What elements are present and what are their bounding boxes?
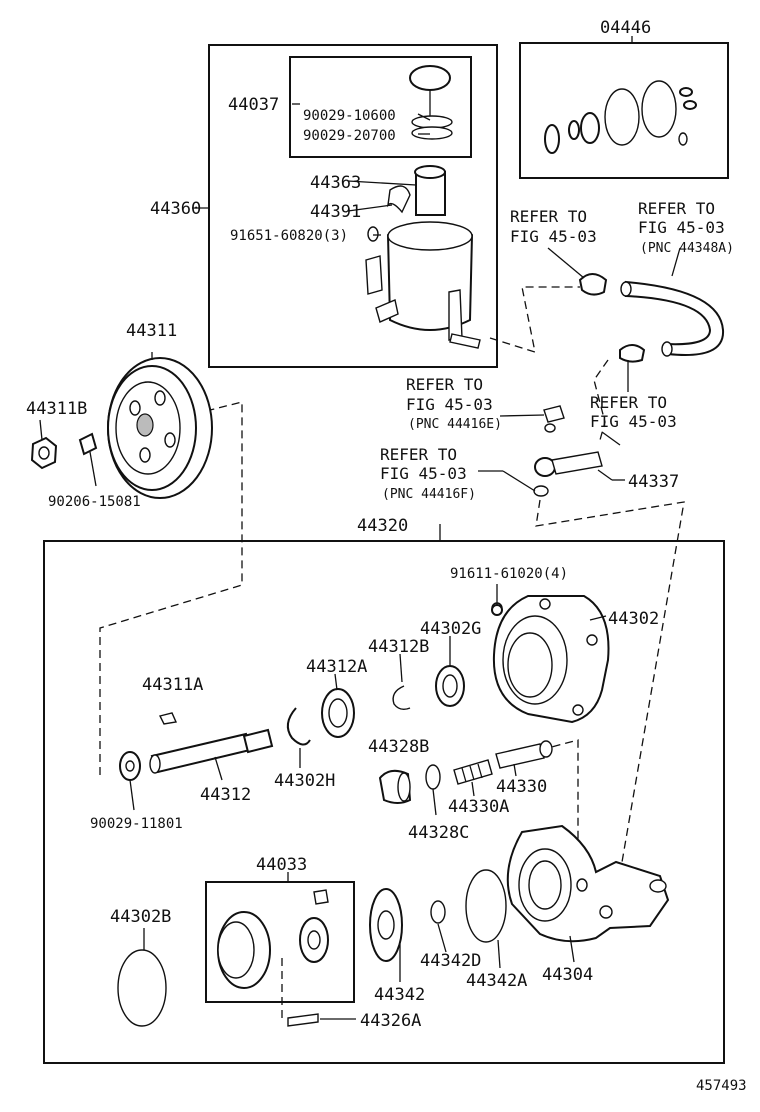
snap-ring-44302H xyxy=(286,707,311,768)
pulley-nut-and-washer xyxy=(30,419,98,487)
seal-44342D xyxy=(430,900,447,953)
label-44311B: 44311B xyxy=(26,399,87,419)
ref5-line1: REFER TO xyxy=(380,445,457,464)
rear-housing xyxy=(506,824,670,963)
hose-and-clamps xyxy=(547,247,725,392)
label-44326A: 44326A xyxy=(360,1011,421,1031)
ref5-pnc: (PNC 44416F) xyxy=(382,487,476,502)
label-44312B: 44312B xyxy=(368,637,429,657)
box-gasket-kit xyxy=(519,42,729,179)
label-90029-11801: 90029-11801 xyxy=(90,816,183,832)
label-44302G: 44302G xyxy=(420,619,481,639)
ref4-line2: FIG 45-03 xyxy=(590,412,677,431)
bolt-91611 xyxy=(491,584,503,616)
label-91611-61020: 91611-61020(4) xyxy=(450,566,568,582)
union-bolt-and-gaskets xyxy=(478,405,625,497)
label-44342: 44342 xyxy=(374,985,425,1005)
ref4-line1: REFER TO xyxy=(590,393,667,412)
label-44342D: 44342D xyxy=(420,951,481,971)
box-pump-assembly xyxy=(43,540,725,1064)
ref1-line1: REFER TO xyxy=(510,207,587,226)
label-44311A: 44311A xyxy=(142,675,203,695)
dash-shaft-to-pulley xyxy=(99,401,243,775)
snap-ring-44312B xyxy=(392,653,411,711)
o-ring-44328C xyxy=(425,764,441,816)
label-44312: 44312 xyxy=(200,785,251,805)
label-90029-20700: 90029-20700 xyxy=(303,128,396,144)
ref1-line2: FIG 45-03 xyxy=(510,227,597,246)
box-cartridge-kit xyxy=(205,881,355,1003)
cover-44302B xyxy=(117,928,167,1027)
plate-44342 xyxy=(369,888,403,982)
label-44320: 44320 xyxy=(357,516,408,536)
spring-44330A xyxy=(453,759,493,797)
figure-number: 457493 xyxy=(696,1078,747,1094)
ref2-pnc: (PNC 44348A) xyxy=(640,241,734,256)
label-90206-15081: 90206-15081 xyxy=(48,494,141,510)
gasket-kit-parts xyxy=(544,36,697,154)
label-44391: 44391 xyxy=(310,202,361,222)
dash-bolt-to-pump xyxy=(535,499,685,863)
pump-shaft xyxy=(149,728,274,781)
label-44312A: 44312A xyxy=(306,657,367,677)
label-44037: 44037 xyxy=(228,95,279,115)
dash-reservoir-outlet xyxy=(489,286,580,353)
cartridge-kit-parts xyxy=(217,872,329,989)
ref3-pnc: (PNC 44416E) xyxy=(408,417,502,432)
gasket-44342A xyxy=(465,869,507,969)
box-reservoir-group xyxy=(208,44,498,368)
label-44337: 44337 xyxy=(628,472,679,492)
ref2-line2: FIG 45-03 xyxy=(638,218,725,237)
reservoir-cap xyxy=(292,65,453,140)
ref5-line2: FIG 45-03 xyxy=(380,464,467,483)
dash-valve-to-housing xyxy=(539,739,579,858)
label-44304: 44304 xyxy=(542,965,593,985)
label-44033: 44033 xyxy=(256,855,307,875)
label-04446: 04446 xyxy=(600,18,651,38)
pin-44326A xyxy=(287,1013,356,1027)
ref3-line2: FIG 45-03 xyxy=(406,395,493,414)
oil-seal-44302G xyxy=(435,636,465,707)
box-cap-group xyxy=(289,56,472,158)
label-90029-10600: 90029-10600 xyxy=(303,108,396,124)
ref3-line1: REFER TO xyxy=(406,375,483,394)
label-44302H: 44302H xyxy=(274,771,335,791)
front-housing xyxy=(491,595,610,724)
label-44328B: 44328B xyxy=(368,737,429,757)
valve-44330 xyxy=(495,740,553,777)
oil-reservoir xyxy=(192,165,481,349)
key-44311A xyxy=(158,712,178,725)
label-44360: 44360 xyxy=(150,199,201,219)
label-44363: 44363 xyxy=(310,173,361,193)
pulley xyxy=(107,352,213,499)
label-44311: 44311 xyxy=(126,321,177,341)
dash-clamp-to-bolt xyxy=(593,359,609,441)
bearing-44312A xyxy=(321,673,355,738)
washer-90029-11801 xyxy=(119,751,141,811)
label-44328C: 44328C xyxy=(408,823,469,843)
label-91651-60820: 91651-60820(3) xyxy=(230,228,348,244)
plug-44328B xyxy=(378,769,412,804)
label-44342A: 44342A xyxy=(466,971,527,991)
label-44302: 44302 xyxy=(608,609,659,629)
label-44302B: 44302B xyxy=(110,907,171,927)
ref2-line1: REFER TO xyxy=(638,199,715,218)
label-44330A: 44330A xyxy=(448,797,509,817)
label-44330: 44330 xyxy=(496,777,547,797)
